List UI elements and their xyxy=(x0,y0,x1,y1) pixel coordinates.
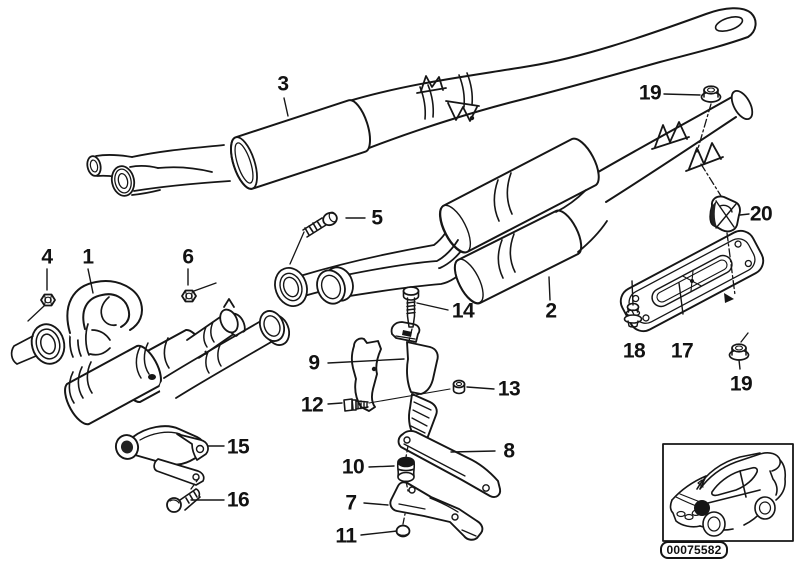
callout-5[interactable]: 5 xyxy=(371,206,383,230)
callout-13[interactable]: 13 xyxy=(497,377,521,401)
callout-19-bottom[interactable]: 19 xyxy=(729,372,753,396)
tailpipe-opening xyxy=(714,16,744,32)
front-silencer-part3 xyxy=(86,7,757,197)
nut-part11 xyxy=(395,524,411,538)
callout-19-bottom-leader xyxy=(738,359,741,370)
callout-9-leader xyxy=(327,358,405,364)
nut-part13 xyxy=(452,379,466,395)
callout-4[interactable]: 4 xyxy=(41,245,53,269)
nut-part6 xyxy=(181,289,197,303)
callout-17-leader xyxy=(678,282,684,315)
callout-12[interactable]: 12 xyxy=(300,393,324,417)
callout-7[interactable]: 7 xyxy=(345,491,357,515)
inlet-flange-ring xyxy=(30,323,66,365)
front-pipes-part1 xyxy=(10,276,291,426)
callout-16[interactable]: 16 xyxy=(226,488,250,512)
callout-14[interactable]: 14 xyxy=(451,299,475,323)
callout-11[interactable]: 11 xyxy=(335,524,357,548)
car-icon xyxy=(669,452,787,537)
callout-9[interactable]: 9 xyxy=(308,351,320,375)
upper-cat-body xyxy=(439,137,600,254)
callout-8[interactable]: 8 xyxy=(503,439,515,463)
bolt-part16 xyxy=(166,488,201,513)
callout-20[interactable]: 20 xyxy=(749,202,773,226)
callout-19-top[interactable]: 19 xyxy=(638,81,662,105)
callout-11-leader xyxy=(360,530,398,536)
nut-part19-top xyxy=(700,85,722,103)
callout-13-leader xyxy=(466,386,495,390)
nut-part4 xyxy=(40,293,56,307)
vibration-damper-plate-part17 xyxy=(619,229,765,333)
rear-pipe-end xyxy=(730,89,754,121)
callout-2[interactable]: 2 xyxy=(545,299,557,323)
callout-18-leader xyxy=(631,280,634,306)
callout-7-leader xyxy=(363,502,389,506)
connector-lines xyxy=(27,103,749,525)
leader-lines xyxy=(46,93,750,536)
bracket-part7 xyxy=(389,481,484,541)
callout-1[interactable]: 1 xyxy=(82,245,94,269)
callout-10-leader xyxy=(368,465,395,468)
callout-15[interactable]: 15 xyxy=(226,435,250,459)
nut-part19-bottom xyxy=(728,343,750,361)
image-code-plate: 00075582 xyxy=(660,541,728,559)
hanger-tab-1 xyxy=(651,121,690,150)
callout-3-leader xyxy=(283,97,289,117)
rubber-hanger-part20 xyxy=(709,195,741,233)
bracket-part15 xyxy=(114,425,209,486)
callout-3[interactable]: 3 xyxy=(277,72,289,96)
callout-12-leader xyxy=(327,402,343,405)
callout-17[interactable]: 17 xyxy=(670,339,694,363)
callout-8-leader xyxy=(450,450,496,453)
callout-6[interactable]: 6 xyxy=(182,245,194,269)
callout-1-leader xyxy=(87,268,94,294)
callout-18[interactable]: 18 xyxy=(622,339,646,363)
bolt-part5 xyxy=(302,211,338,238)
callout-10[interactable]: 10 xyxy=(341,455,365,479)
silencer-body xyxy=(230,99,371,190)
callout-2-leader xyxy=(548,276,551,301)
callout-20-leader xyxy=(739,213,750,216)
callout-14-leader xyxy=(416,302,449,311)
bolt-part14 xyxy=(402,286,420,328)
hanger-fin-top xyxy=(416,75,447,94)
center-silencer-part2 xyxy=(274,89,754,307)
location-dot xyxy=(694,500,710,516)
image-code: 00075582 xyxy=(666,543,722,557)
hanger-tab-2 xyxy=(685,142,724,172)
bracket-part8 xyxy=(397,430,502,498)
screw-part12 xyxy=(343,398,369,412)
car-location-inset xyxy=(662,443,794,542)
rubber-mount-part10 xyxy=(396,456,416,483)
callout-19-top-leader xyxy=(663,93,701,96)
inlet-flange-left xyxy=(274,267,308,307)
screw-part18 xyxy=(623,302,643,328)
heat-shield-part9 xyxy=(350,321,439,453)
